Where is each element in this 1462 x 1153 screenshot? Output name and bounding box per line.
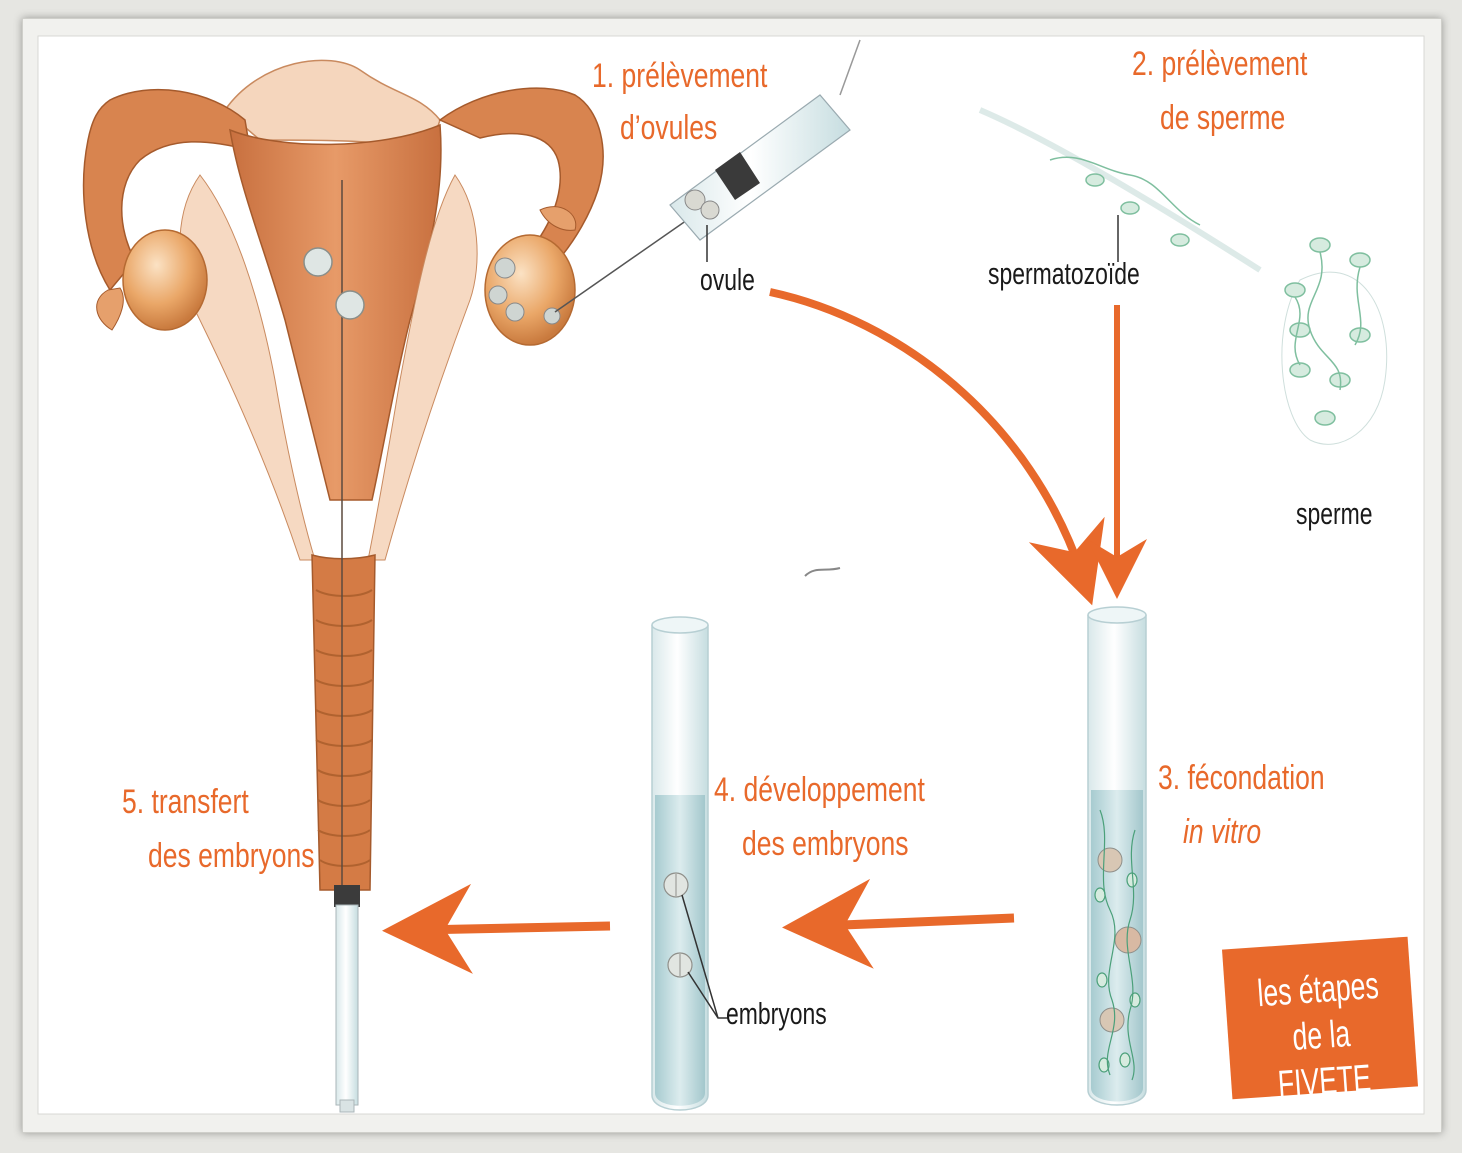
step5-label-line2: des embryons: [148, 830, 315, 882]
step3-label-line1: 3. fécondation: [1158, 752, 1325, 804]
step3-label-line2: in vitro: [1183, 806, 1261, 858]
sperme-label: sperme: [1296, 496, 1372, 532]
arrow-developpement-to-transfert: [418, 926, 610, 930]
test-tube-fecondation: [1088, 607, 1146, 1105]
step5-label-line1: 5. transfert: [122, 776, 249, 828]
step1-label-line2: d’ovules: [620, 102, 717, 154]
embryons-label: embryons: [726, 996, 827, 1032]
spermatozoide-label: spermatozoïde: [988, 256, 1140, 292]
step1-label-line1: 1. prélèvement: [592, 50, 767, 102]
fivete-title-badge: les étapes de la FIVETE: [1222, 937, 1418, 1100]
transfer-syringe: [334, 885, 360, 1112]
step4-label-line2: des embryons: [742, 818, 909, 870]
step4-label-line1: 4. développement: [714, 764, 925, 816]
ovule-label: ovule: [700, 262, 755, 298]
step2-label-line1: 2. prélèvement: [1132, 38, 1307, 90]
step2-label-line2: de sperme: [1160, 92, 1285, 144]
badge-line2: de la FIVETE: [1255, 1008, 1391, 1109]
